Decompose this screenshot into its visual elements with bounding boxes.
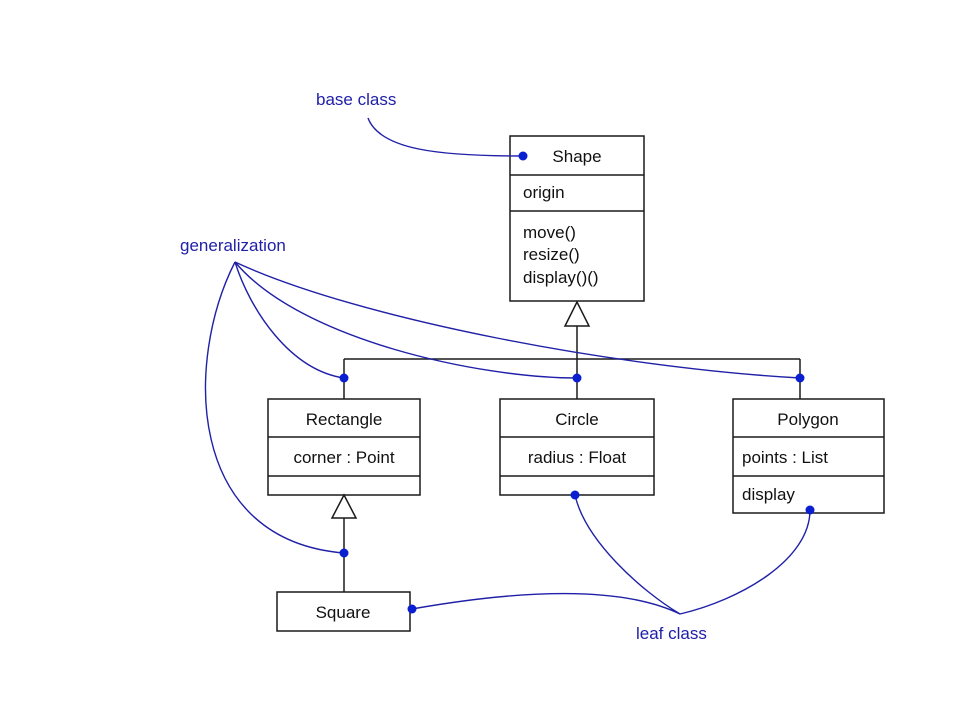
annotation-base-class: base class bbox=[316, 90, 396, 109]
generalization-leader-square bbox=[204, 261, 345, 554]
leaf-class-leader-polygon bbox=[679, 509, 811, 615]
annotation-dots bbox=[339, 151, 815, 614]
class-shape-name: Shape bbox=[552, 147, 601, 166]
dot-polygon-generalization bbox=[795, 373, 805, 383]
annotation-leaf-class: leaf class bbox=[636, 624, 707, 643]
class-shape bbox=[509, 135, 645, 302]
class-square-name: Square bbox=[316, 603, 371, 622]
generalization-leader-circle bbox=[234, 261, 578, 379]
class-rectangle-attribute: corner : Point bbox=[293, 448, 394, 467]
dot-square-generalization bbox=[339, 548, 349, 558]
dot-square-leaf bbox=[407, 604, 417, 614]
class-polygon-box bbox=[732, 398, 885, 514]
dot-circle-leaf bbox=[570, 490, 580, 500]
class-circle-box bbox=[499, 398, 655, 496]
dot-circle-generalization bbox=[572, 373, 582, 383]
class-shape-operation-resize: resize() bbox=[523, 245, 580, 264]
class-shape-operation-move: move() bbox=[523, 223, 576, 242]
dot-rectangle-generalization bbox=[339, 373, 349, 383]
class-rectangle-name: Rectangle bbox=[306, 410, 383, 429]
annotation-generalization: generalization bbox=[180, 236, 286, 255]
class-circle bbox=[499, 398, 655, 496]
class-shape-box bbox=[509, 135, 645, 302]
dot-shape bbox=[518, 151, 528, 161]
class-polygon-attribute: points : List bbox=[742, 448, 828, 467]
class-polygon-operation: display bbox=[742, 485, 795, 504]
class-shape-operation-display: display()() bbox=[523, 268, 599, 287]
class-polygon-name: Polygon bbox=[777, 410, 838, 429]
generalization-leader-polygon bbox=[234, 261, 801, 379]
generalization-leader-rectangle bbox=[234, 261, 345, 379]
leaf-class-leader-square bbox=[411, 592, 681, 615]
base-class-leader bbox=[367, 117, 523, 157]
class-polygon bbox=[732, 398, 885, 514]
annotation-curves bbox=[204, 117, 811, 615]
generalization-arrowhead-shape bbox=[563, 300, 591, 327]
class-circle-attribute: radius : Float bbox=[528, 448, 627, 467]
class-circle-name: Circle bbox=[555, 410, 598, 429]
dot-polygon-leaf bbox=[805, 505, 815, 515]
generalization-arrowhead-rectangle bbox=[330, 493, 358, 519]
class-shape-attribute: origin bbox=[523, 183, 565, 202]
leaf-class-leader-circle bbox=[574, 494, 681, 615]
